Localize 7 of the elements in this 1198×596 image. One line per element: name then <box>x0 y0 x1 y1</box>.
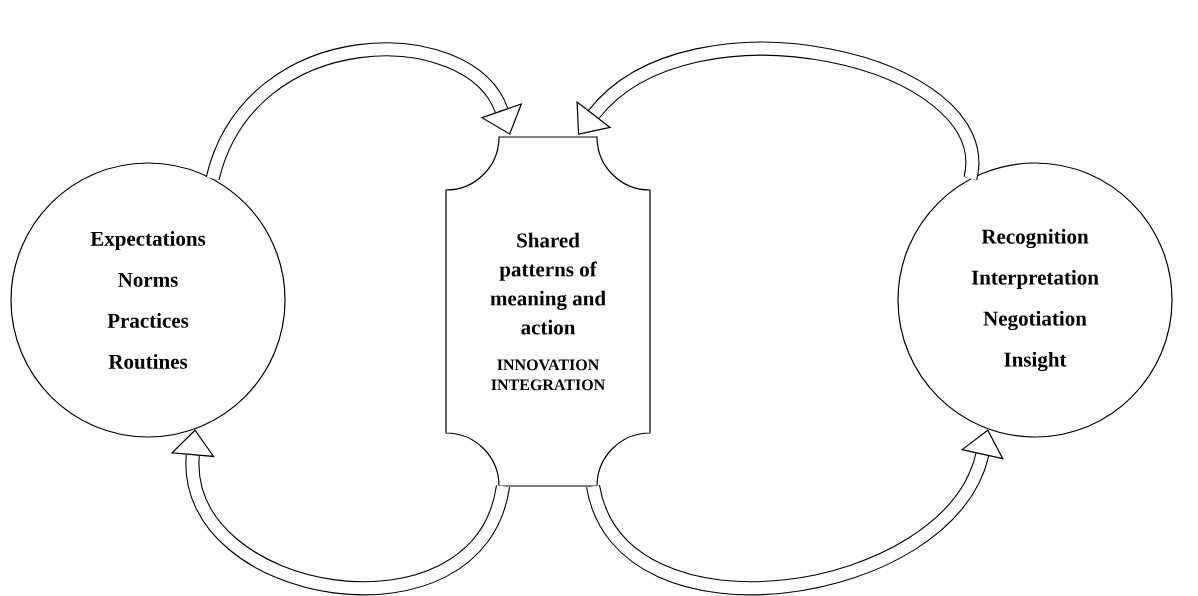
circle-node: Expectations Norms Practices Routines <box>10 162 286 438</box>
block-arrow <box>586 429 1004 596</box>
circle-node: Recognition Interpretation Negotiation Insight <box>897 162 1173 438</box>
block-arrow <box>205 42 523 181</box>
block-arrow <box>170 429 510 596</box>
block-arrow <box>576 42 979 179</box>
scroll-box: Shared patterns of meaning and action INNOVATION INTEGRATION <box>445 136 651 487</box>
